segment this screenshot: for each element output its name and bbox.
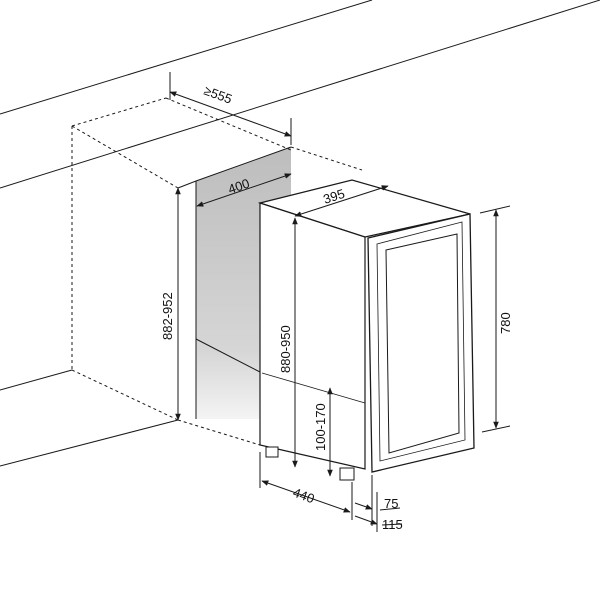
label-niche-depth: ≥555 bbox=[202, 83, 234, 107]
label-plinth-height: 100-170 bbox=[313, 403, 328, 451]
label-niche-width: 400 bbox=[226, 176, 251, 197]
label-unit-width: 395 bbox=[321, 186, 346, 207]
countertop bbox=[0, 0, 600, 189]
label-door-height: 780 bbox=[498, 312, 513, 334]
label-door-offset-large: 115 bbox=[382, 517, 403, 532]
label-unit-depth: 440 bbox=[291, 485, 317, 507]
dimension-lines bbox=[169, 72, 511, 532]
label-unit-height: 880-950 bbox=[278, 325, 293, 373]
cabinet-feet bbox=[265, 446, 355, 481]
door-glass bbox=[385, 233, 460, 454]
glass-door bbox=[367, 213, 475, 473]
cabinet-side bbox=[259, 202, 366, 470]
label-door-offset-small: 75 bbox=[384, 496, 398, 511]
label-niche-height: 882-952 bbox=[160, 292, 175, 340]
floor-edge bbox=[0, 369, 179, 467]
